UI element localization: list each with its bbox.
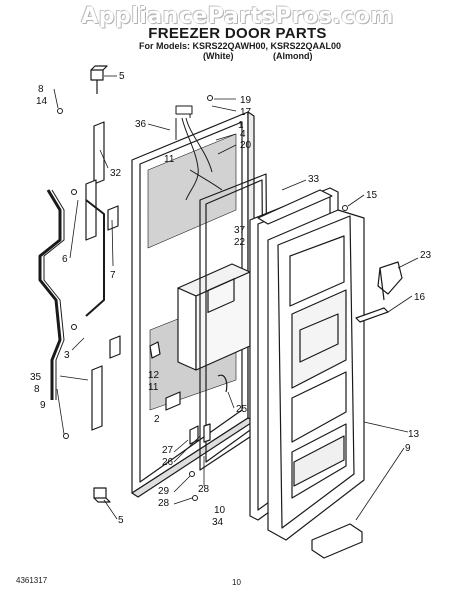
part-label: 25 xyxy=(236,404,248,415)
part-label: 8 xyxy=(34,384,40,395)
part-label: 22 xyxy=(234,237,246,248)
upper-trim xyxy=(257,189,333,225)
part-12-clip xyxy=(149,341,161,359)
bracket-7-top xyxy=(107,205,119,231)
footer-reference: 4361317 xyxy=(16,576,48,585)
part-label: 3 xyxy=(64,350,70,361)
part-label: 23 xyxy=(420,250,432,261)
part-label: 16 xyxy=(414,292,426,303)
bracket-7-bottom xyxy=(109,335,121,359)
part-label: 11 xyxy=(164,154,175,165)
part-label: 5 xyxy=(119,71,125,82)
wiring-harness xyxy=(175,105,223,201)
models-line: For Models: KSRS22QAWH00, KSRS22QAAL00 xyxy=(139,41,342,51)
part-2-bracket xyxy=(165,391,181,411)
part-label: 33 xyxy=(308,174,320,185)
part-label: 27 xyxy=(162,445,174,456)
part-label: 26 xyxy=(162,457,174,468)
part-label: 2 xyxy=(154,414,160,425)
part-label: 28 xyxy=(198,484,210,495)
part-label: 28 xyxy=(158,498,170,509)
part-label: 5 xyxy=(118,515,124,526)
page-number: 10 xyxy=(232,578,241,587)
part-26-clip xyxy=(203,423,211,443)
part-label: 9 xyxy=(40,400,46,411)
leader-lines xyxy=(53,75,419,521)
fastener-screws xyxy=(57,95,348,501)
part-label: 6 xyxy=(62,254,68,265)
variant-almond: (Almond) xyxy=(273,51,313,61)
part-25-handle-cup xyxy=(217,374,228,393)
part-label: 1 xyxy=(238,120,244,131)
variant-white: (White) xyxy=(203,51,234,61)
part-label: 35 xyxy=(30,372,42,383)
dispenser-housing xyxy=(177,263,251,371)
handle-mount-bracket xyxy=(85,121,105,431)
part-number-labels: 8 14 5 32 6 7 3 35 8 9 5 36 1 19 17 4 20… xyxy=(30,71,432,528)
hinge-cap-top xyxy=(90,65,108,94)
hinge-cap-bottom xyxy=(93,487,111,503)
part-label: 10 xyxy=(214,505,226,516)
part-label: 34 xyxy=(212,517,224,528)
part-label: 15 xyxy=(366,190,378,201)
part-label: 29 xyxy=(158,486,170,497)
part-label: 17 xyxy=(240,107,252,118)
diagram-title: FREEZER DOOR PARTS xyxy=(148,25,327,42)
part-label: 13 xyxy=(408,429,420,440)
part-label: 11 xyxy=(148,382,159,393)
bottom-bin xyxy=(311,523,363,559)
part-label: 20 xyxy=(240,140,252,151)
part-label: 14 xyxy=(36,96,48,107)
part-label: 9 xyxy=(405,443,411,454)
part-label: 19 xyxy=(240,95,252,106)
part-label: 32 xyxy=(110,168,122,179)
part-label: 7 xyxy=(110,270,116,281)
part-label: 4 xyxy=(240,129,246,140)
part-label: 8 xyxy=(38,84,44,95)
handle-rail xyxy=(38,189,65,400)
part-label: 12 xyxy=(148,370,160,381)
part-label: 37 xyxy=(234,225,246,236)
part-label: 36 xyxy=(135,119,147,130)
door-shelf-liner xyxy=(267,209,365,541)
chute-funnel xyxy=(377,261,403,301)
watermark: AppliancePartsPros.com xyxy=(81,4,394,29)
